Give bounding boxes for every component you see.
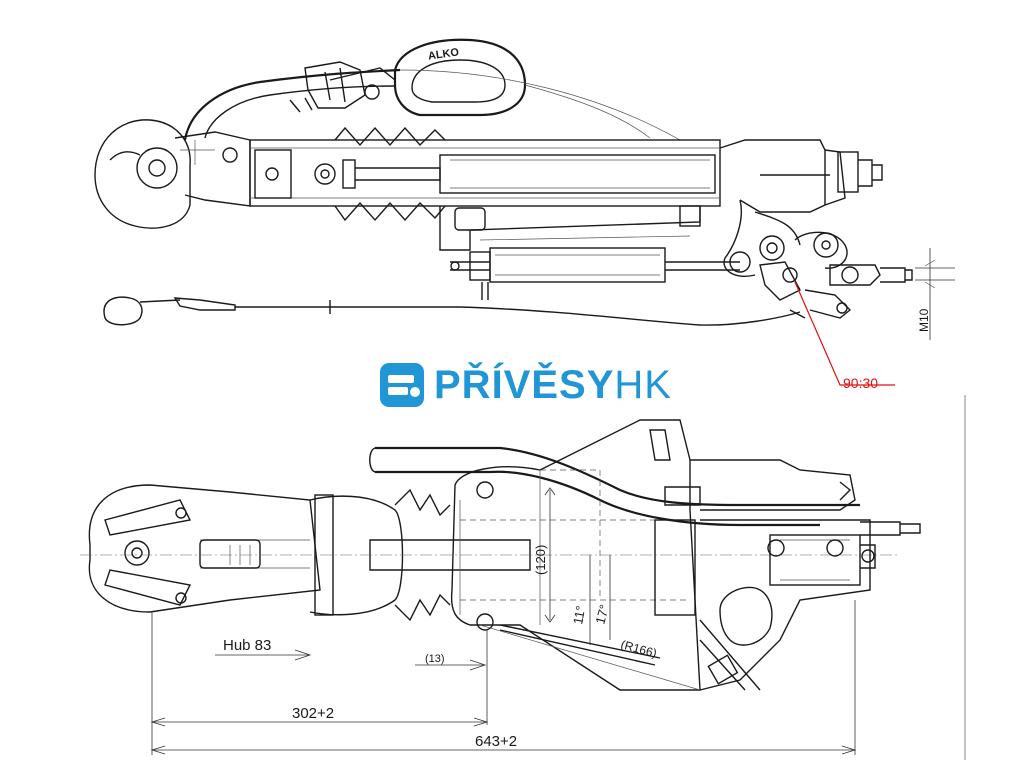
dimension-120: (120) (533, 545, 548, 575)
angle-11-label: 11° (570, 604, 588, 625)
dimension-643: 643+2 (475, 733, 517, 750)
logo-text: PŘÍVĚSYHK (434, 365, 672, 405)
logo-name-suffix: HK (614, 363, 672, 407)
side-view: ALKO (94, 38, 955, 391)
angle-callout-label: 90:30 (843, 375, 878, 391)
dimension-13: (13) (425, 653, 445, 665)
trailer-icon (380, 363, 424, 407)
logo-name-main: PŘÍVĚSY (434, 363, 615, 407)
brand-logo: PŘÍVĚSYHK (380, 360, 672, 410)
angle-callout-leader (794, 281, 895, 386)
brand-marking: ALKO (427, 46, 460, 62)
angle-17-label: 17° (592, 603, 612, 626)
radius-166-label: (R166) (619, 637, 658, 660)
thread-label: M10 (917, 308, 931, 332)
plan-view: (120) 11° 17° (R166) (13) Hub 83 302+2 6… (80, 395, 966, 760)
dimension-302: 302+2 (292, 705, 334, 722)
stroke-label: Hub 83 (223, 637, 271, 654)
